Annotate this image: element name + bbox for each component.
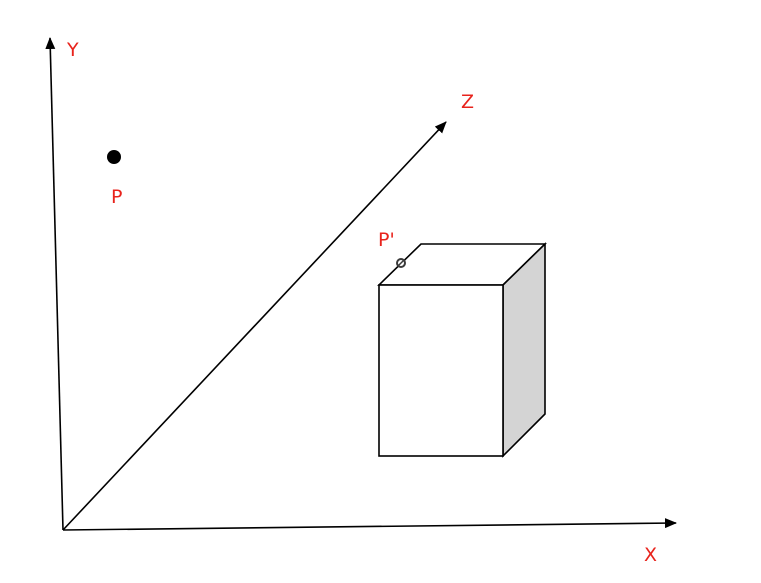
y-axis [45, 37, 64, 531]
point-p-label: P [111, 186, 122, 208]
z-axis [62, 121, 447, 531]
x-axis [62, 518, 677, 531]
x-axis-label: X [644, 544, 657, 566]
point-p-prime-hatch [397, 259, 405, 267]
z-axis-label: Z [461, 91, 474, 113]
point-p-prime-label: P' [378, 229, 395, 251]
y-axis-label: Y [66, 39, 79, 61]
box [377, 242, 547, 458]
box-front-face [378, 284, 504, 457]
point-p-marker [107, 150, 121, 164]
